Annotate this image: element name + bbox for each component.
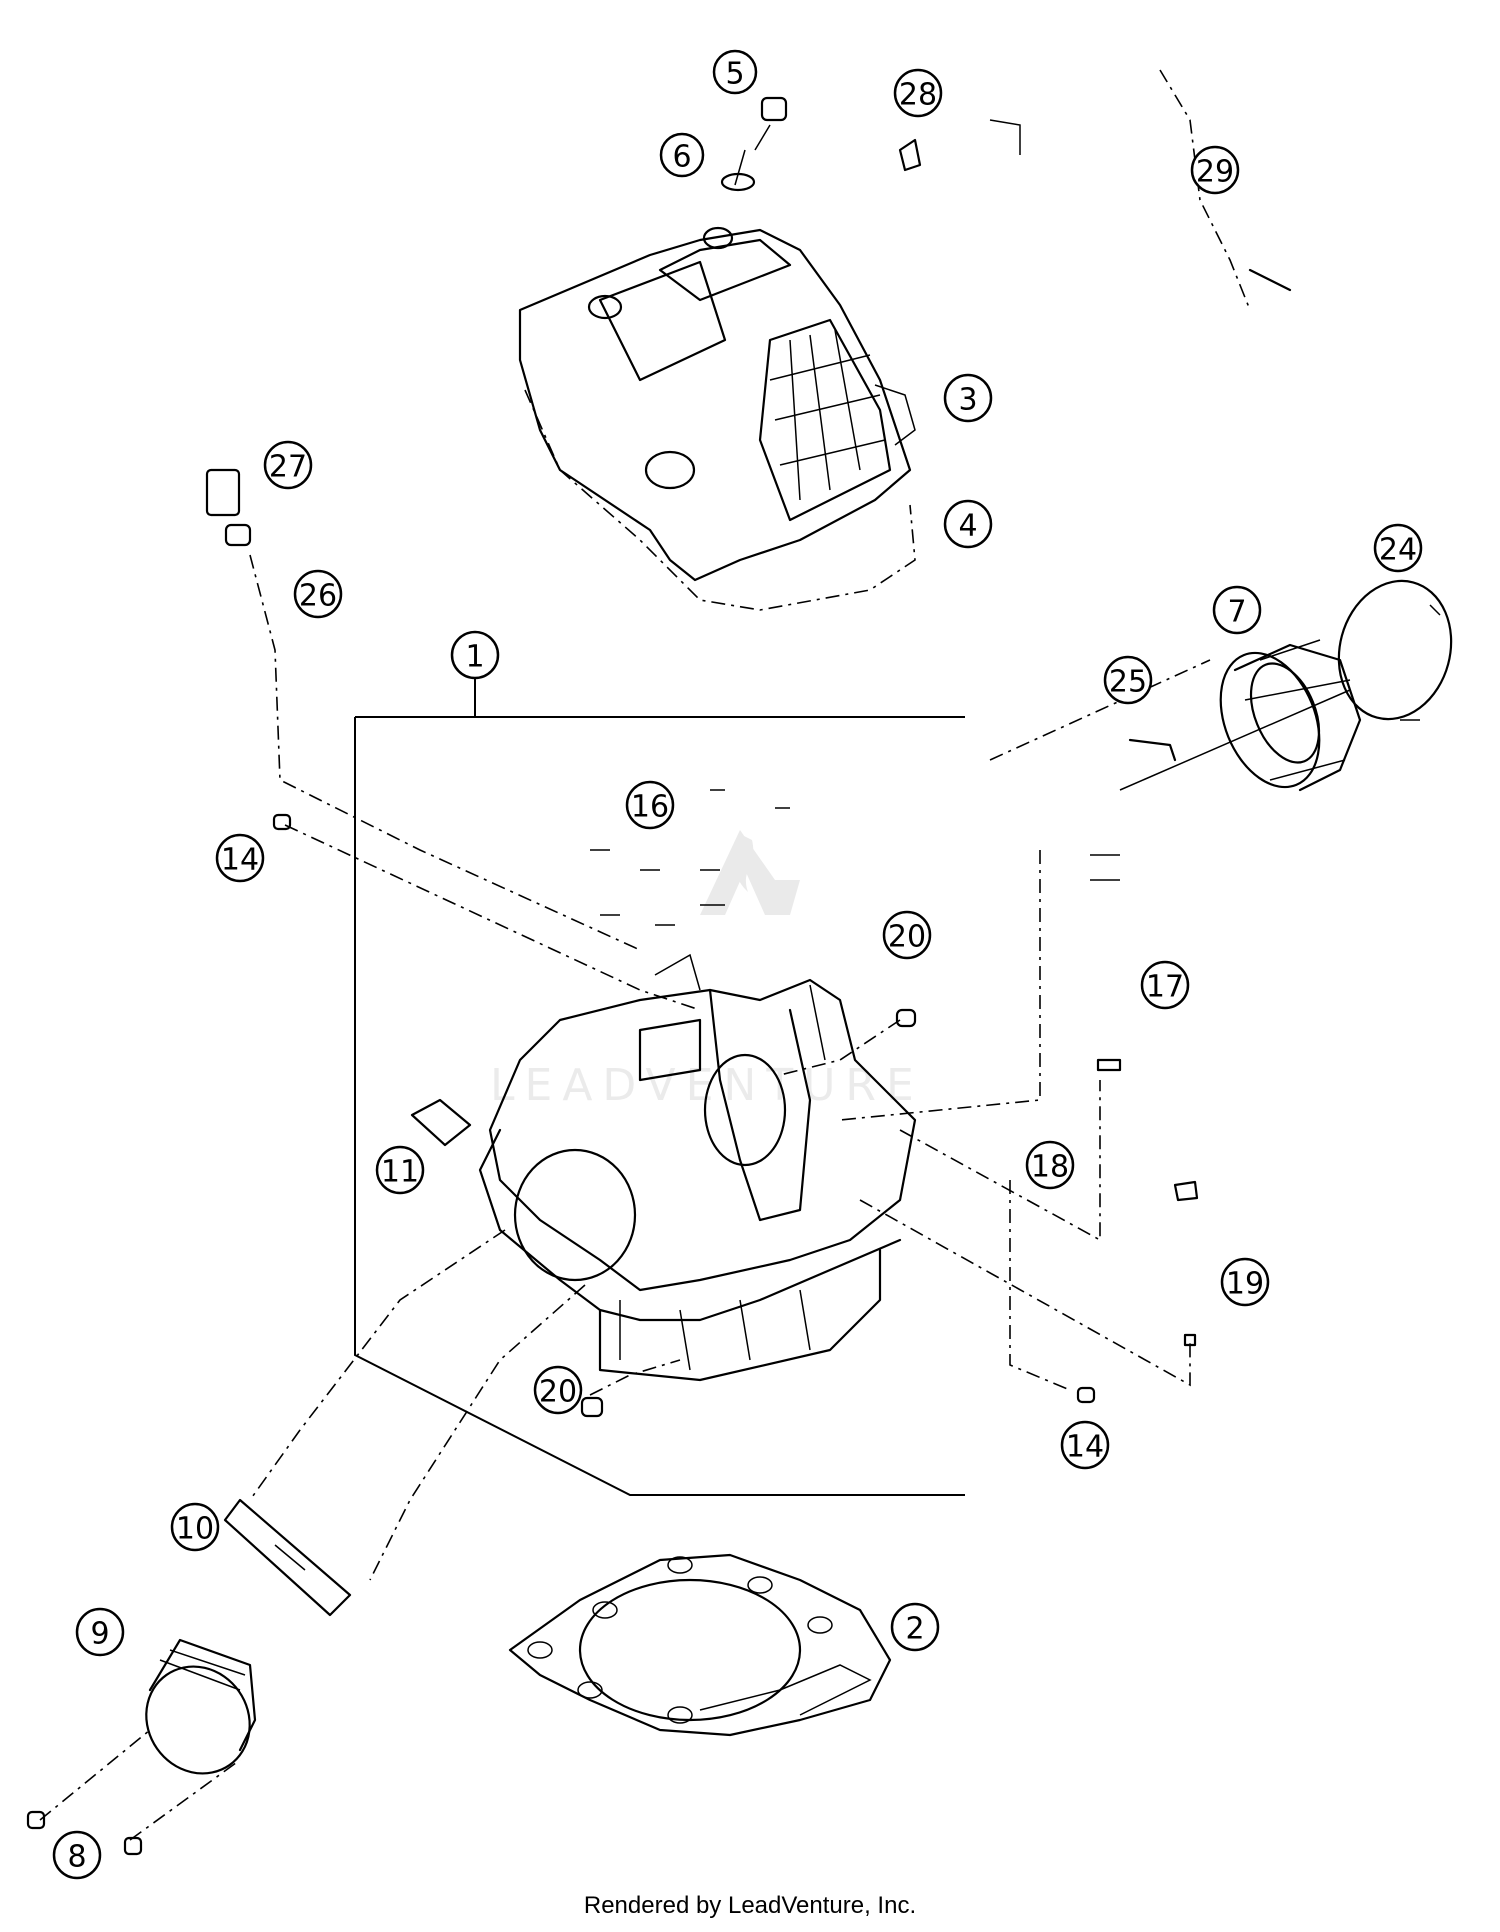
svg-text:3: 3 xyxy=(958,383,977,418)
callout-2[interactable]: 2 xyxy=(890,1602,940,1652)
callout-16[interactable]: 16 xyxy=(625,780,675,830)
svg-text:16: 16 xyxy=(631,790,669,825)
svg-text:14: 14 xyxy=(221,843,259,878)
svg-text:20: 20 xyxy=(888,920,926,955)
watermark-logo: LEADVENTURE xyxy=(490,830,924,1111)
leader-lines xyxy=(249,659,1211,1581)
footer-credit: Rendered by LeadVenture, Inc. xyxy=(583,1892,917,1919)
fasteners xyxy=(272,813,1199,1418)
svg-text:24: 24 xyxy=(1379,533,1417,568)
callout-5[interactable]: 5 xyxy=(712,49,758,95)
svg-text:11: 11 xyxy=(381,1155,419,1190)
head-gasket xyxy=(508,1553,892,1737)
svg-text:28: 28 xyxy=(899,78,937,113)
svg-text:27: 27 xyxy=(269,450,307,485)
callout-6[interactable]: 6 xyxy=(659,132,705,178)
callout-1[interactable]: 1 xyxy=(450,630,500,680)
valves-group xyxy=(590,789,1120,926)
cover-bolt-hole-icon xyxy=(644,450,696,490)
svg-text:9: 9 xyxy=(90,1617,109,1652)
svg-text:18: 18 xyxy=(1031,1150,1069,1185)
svg-text:25: 25 xyxy=(1109,665,1147,700)
assembly-bracket xyxy=(354,672,965,1496)
callout-4[interactable]: 4 xyxy=(943,499,993,549)
exhaust-flange xyxy=(26,1498,352,1856)
svg-text:6: 6 xyxy=(672,140,691,175)
svg-text:29: 29 xyxy=(1196,155,1234,190)
svg-text:1: 1 xyxy=(465,640,484,675)
svg-text:10: 10 xyxy=(176,1512,214,1547)
callout-17[interactable]: 17 xyxy=(1140,960,1190,1010)
callout-20b[interactable]: 20 xyxy=(533,1365,583,1415)
svg-text:17: 17 xyxy=(1146,970,1184,1005)
callout-18[interactable]: 18 xyxy=(1025,1140,1075,1190)
watermark-text: LEADVENTURE xyxy=(490,1060,924,1111)
intake-boot xyxy=(1119,579,1453,792)
callout-19[interactable]: 19 xyxy=(1220,1257,1270,1307)
callout-25[interactable]: 25 xyxy=(1103,655,1153,705)
svg-text:4: 4 xyxy=(958,509,977,544)
callout-14a[interactable]: 14 xyxy=(215,833,265,883)
callout-11[interactable]: 11 xyxy=(375,1145,425,1195)
breather-hose xyxy=(898,69,1292,311)
callout-27[interactable]: 27 xyxy=(263,440,313,490)
callout-3[interactable]: 3 xyxy=(943,373,993,423)
svg-text:7: 7 xyxy=(1227,595,1246,630)
callout-20a[interactable]: 20 xyxy=(882,910,932,960)
svg-text:8: 8 xyxy=(67,1840,86,1875)
svg-text:20: 20 xyxy=(539,1375,577,1410)
callout-24[interactable]: 24 xyxy=(1373,523,1423,573)
callout-8[interactable]: 8 xyxy=(52,1830,102,1880)
callout-28[interactable]: 28 xyxy=(893,68,943,118)
valve-cover xyxy=(518,226,916,611)
callout-10[interactable]: 10 xyxy=(170,1502,220,1552)
svg-text:14: 14 xyxy=(1066,1430,1104,1465)
valve-guide xyxy=(410,1098,472,1147)
callout-29[interactable]: 29 xyxy=(1190,145,1240,195)
oil-plug xyxy=(720,96,788,192)
cylinder-head xyxy=(478,953,917,1382)
boot-clamp-icon xyxy=(1337,579,1453,721)
svg-text:26: 26 xyxy=(299,579,337,614)
callout-14b[interactable]: 14 xyxy=(1060,1420,1110,1470)
svg-text:19: 19 xyxy=(1226,1267,1264,1302)
svg-text:5: 5 xyxy=(725,57,744,92)
callout-7[interactable]: 7 xyxy=(1212,585,1262,635)
svg-text:2: 2 xyxy=(905,1612,924,1647)
callout-26[interactable]: 26 xyxy=(293,569,343,619)
sensor-tube xyxy=(205,468,641,951)
callout-9[interactable]: 9 xyxy=(75,1607,125,1657)
